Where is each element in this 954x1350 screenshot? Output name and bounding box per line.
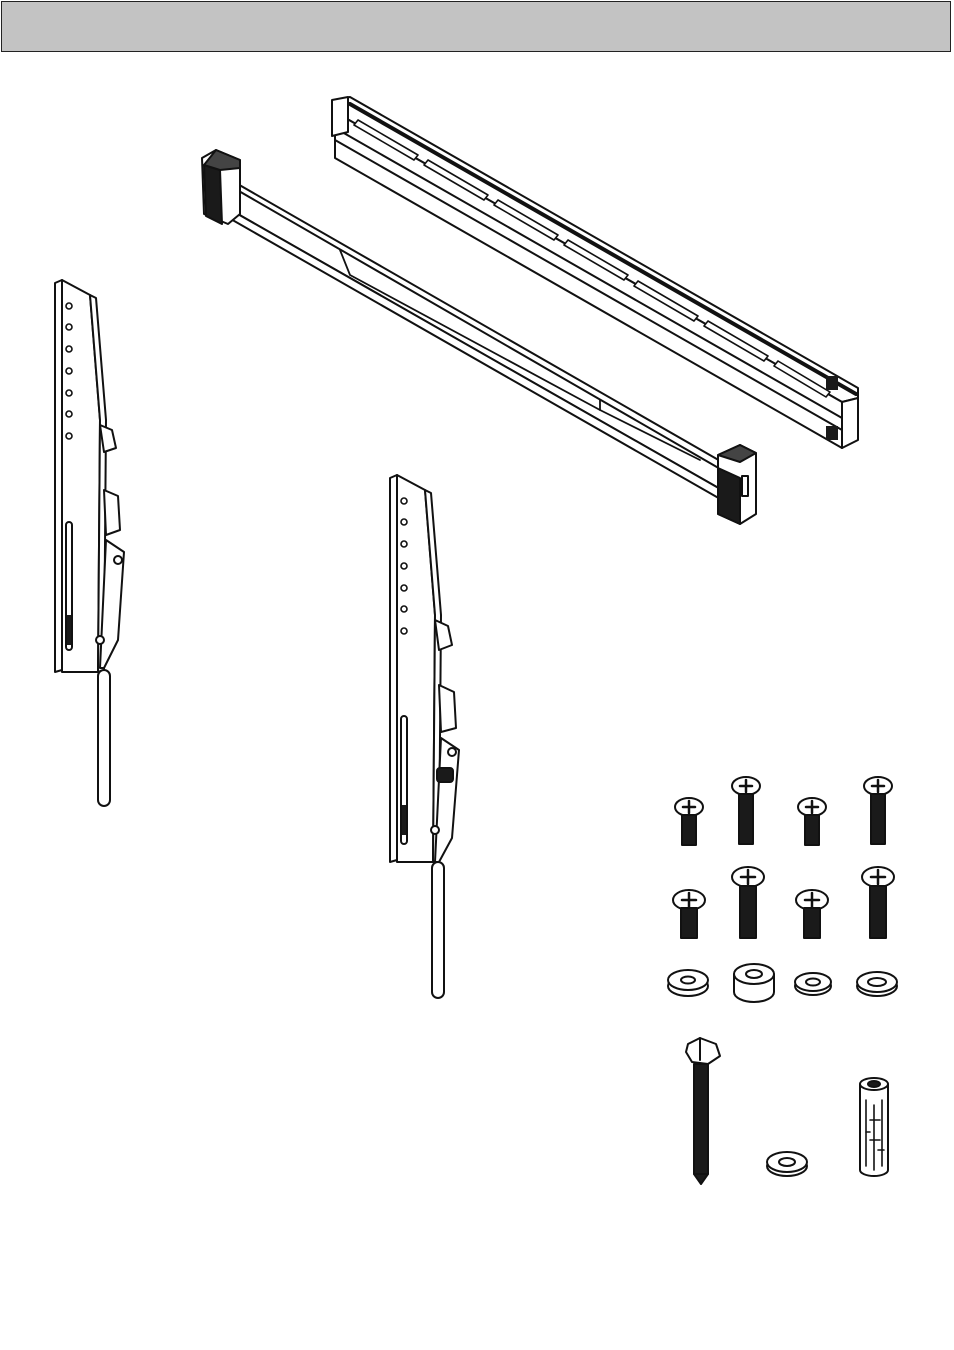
screw-icon (862, 867, 894, 938)
washer-icon (668, 970, 708, 996)
right-vertical-bracket (390, 475, 459, 998)
screws-and-washers (668, 777, 897, 1002)
screw-icon (732, 777, 760, 844)
screw-icon (732, 867, 764, 938)
screw-icon (673, 890, 705, 938)
screw-icon (798, 798, 826, 845)
washer-icon (767, 1152, 807, 1176)
washer-icon (857, 972, 897, 996)
screw-icon (864, 777, 892, 844)
lag-bolt-icon (686, 1038, 720, 1184)
washer-icon (795, 973, 831, 995)
spacer-icon (734, 964, 774, 1002)
rail-end-cap-right (718, 445, 756, 524)
screw-icon (675, 798, 703, 845)
screw-icon (796, 890, 828, 938)
rail-end-cap-left (202, 150, 240, 224)
lag-bolt-washer-anchor (686, 1038, 888, 1184)
wall-anchor-icon (860, 1078, 888, 1176)
left-vertical-bracket (55, 280, 124, 806)
